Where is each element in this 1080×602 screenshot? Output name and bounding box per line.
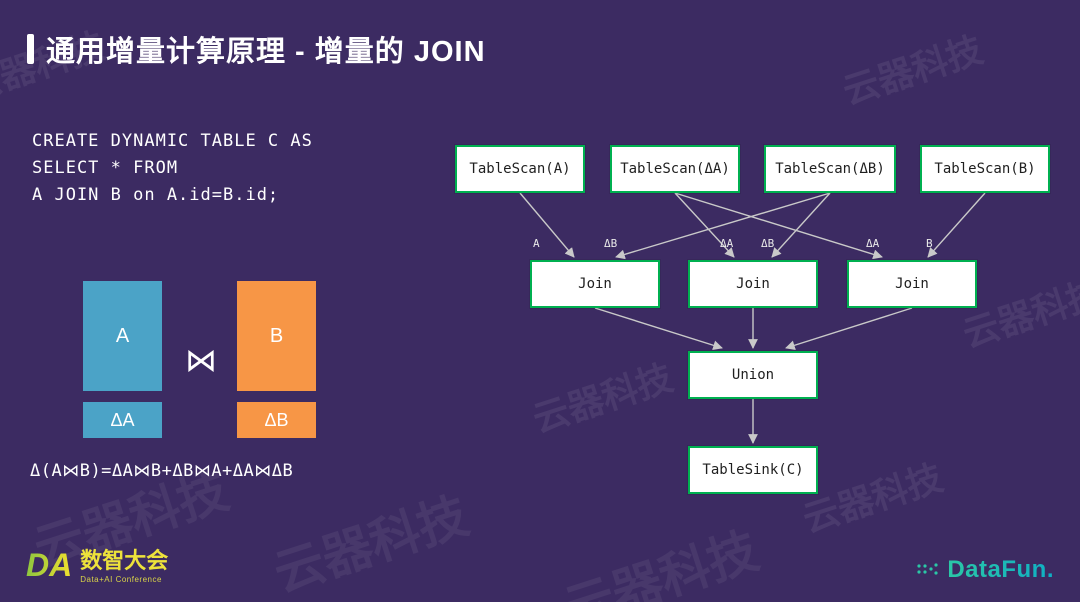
sql-code-block: CREATE DYNAMIC TABLE C AS SELECT * FROM … xyxy=(32,128,313,209)
datafun-logo-dots-icon xyxy=(917,563,938,575)
node-tablescan-delta-a: TableScan(ΔA) xyxy=(610,145,740,193)
table-a-label: A xyxy=(115,324,130,347)
node-tablesink-c: TableSink(C) xyxy=(688,446,818,494)
sql-code-line: CREATE DYNAMIC TABLE C AS xyxy=(32,131,313,151)
edge-label: ΔA xyxy=(866,237,880,250)
delta-b-box: ΔB xyxy=(237,402,316,438)
edge-label: A xyxy=(533,237,540,250)
delta-a-label: ΔA xyxy=(110,409,135,430)
watermark-text: 云器科技 xyxy=(557,522,765,602)
node-union: Union xyxy=(688,351,818,399)
edge-label: ΔB xyxy=(604,237,618,250)
conference-logo: DA 数智大会 Data+AI Conference xyxy=(26,547,169,585)
watermark-text: 云器科技 xyxy=(837,28,988,113)
sql-code-line: SELECT * FROM xyxy=(32,158,179,178)
edge-label: ΔA xyxy=(720,237,734,250)
node-tablescan-delta-b: TableScan(ΔB) xyxy=(764,145,896,193)
page-title: 通用增量计算原理 - 增量的 JOIN xyxy=(46,36,486,68)
watermark-text: 云器科技 xyxy=(527,356,678,441)
join-bowtie-symbol: ⋈ xyxy=(185,341,217,379)
node-join-3: Join xyxy=(847,260,977,308)
watermark-text: 云器科技 xyxy=(267,487,475,602)
incremental-join-formula: Δ(A⋈B)=ΔA⋈B+ΔB⋈A+ΔA⋈ΔB xyxy=(30,461,294,481)
sql-code-line: A JOIN B on A.id=B.id; xyxy=(32,185,280,205)
datafun-logo-text: DataFun. xyxy=(947,556,1054,583)
title-accent-bar xyxy=(27,34,34,64)
conference-name: 数智大会 xyxy=(80,548,169,573)
delta-b-label: ΔB xyxy=(264,409,289,430)
node-tablescan-a: TableScan(A) xyxy=(455,145,585,193)
node-join-1: Join xyxy=(530,260,660,308)
table-a-box: A xyxy=(83,281,162,391)
edge-label: ΔB xyxy=(761,237,775,250)
watermark-text: 云器科技 xyxy=(797,456,948,541)
node-tablescan-b: TableScan(B) xyxy=(920,145,1050,193)
da-logo-mark: DA xyxy=(26,547,73,583)
node-join-2: Join xyxy=(688,260,818,308)
delta-a-box: ΔA xyxy=(83,402,162,438)
table-b-box: B xyxy=(237,281,316,391)
table-b-label: B xyxy=(269,324,284,347)
conference-subtitle: Data+AI Conference xyxy=(80,575,162,584)
title-block: 通用增量计算原理 - 增量的 JOIN xyxy=(27,28,486,70)
edge-label: B xyxy=(926,237,933,250)
datafun-logo: DataFun. xyxy=(915,556,1054,584)
